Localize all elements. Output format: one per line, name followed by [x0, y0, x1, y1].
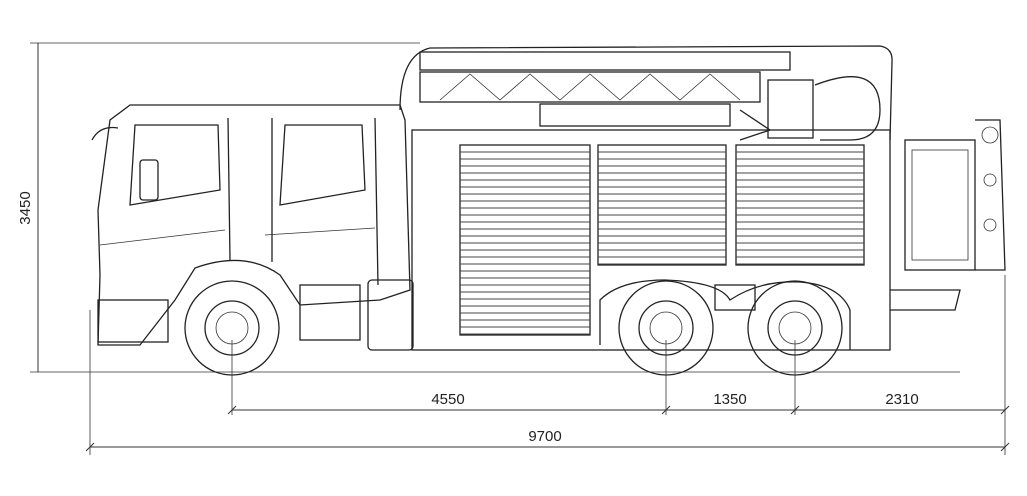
overall-length-label: 9700	[528, 428, 561, 445]
wheelbase-dimensions: 4550 1350 2310	[227, 391, 1010, 415]
extension-lines	[89, 275, 1006, 455]
cab	[91, 104, 414, 351]
height-dimension: 3450	[17, 42, 960, 373]
truck	[91, 45, 1006, 376]
axle-spacing-label: 1350	[713, 391, 746, 408]
overall-length-dimension: 9700	[85, 428, 1010, 452]
shutter-1	[459, 144, 591, 336]
shutter-3	[735, 144, 865, 266]
rear-overhang-label: 2310	[885, 391, 918, 408]
aerial-ladder	[399, 45, 893, 141]
rear-platform	[890, 119, 1006, 311]
shutter-2	[597, 144, 727, 266]
wheelbase-label: 4550	[431, 391, 464, 408]
equipment-body	[411, 129, 891, 351]
height-label: 3450	[17, 191, 34, 224]
